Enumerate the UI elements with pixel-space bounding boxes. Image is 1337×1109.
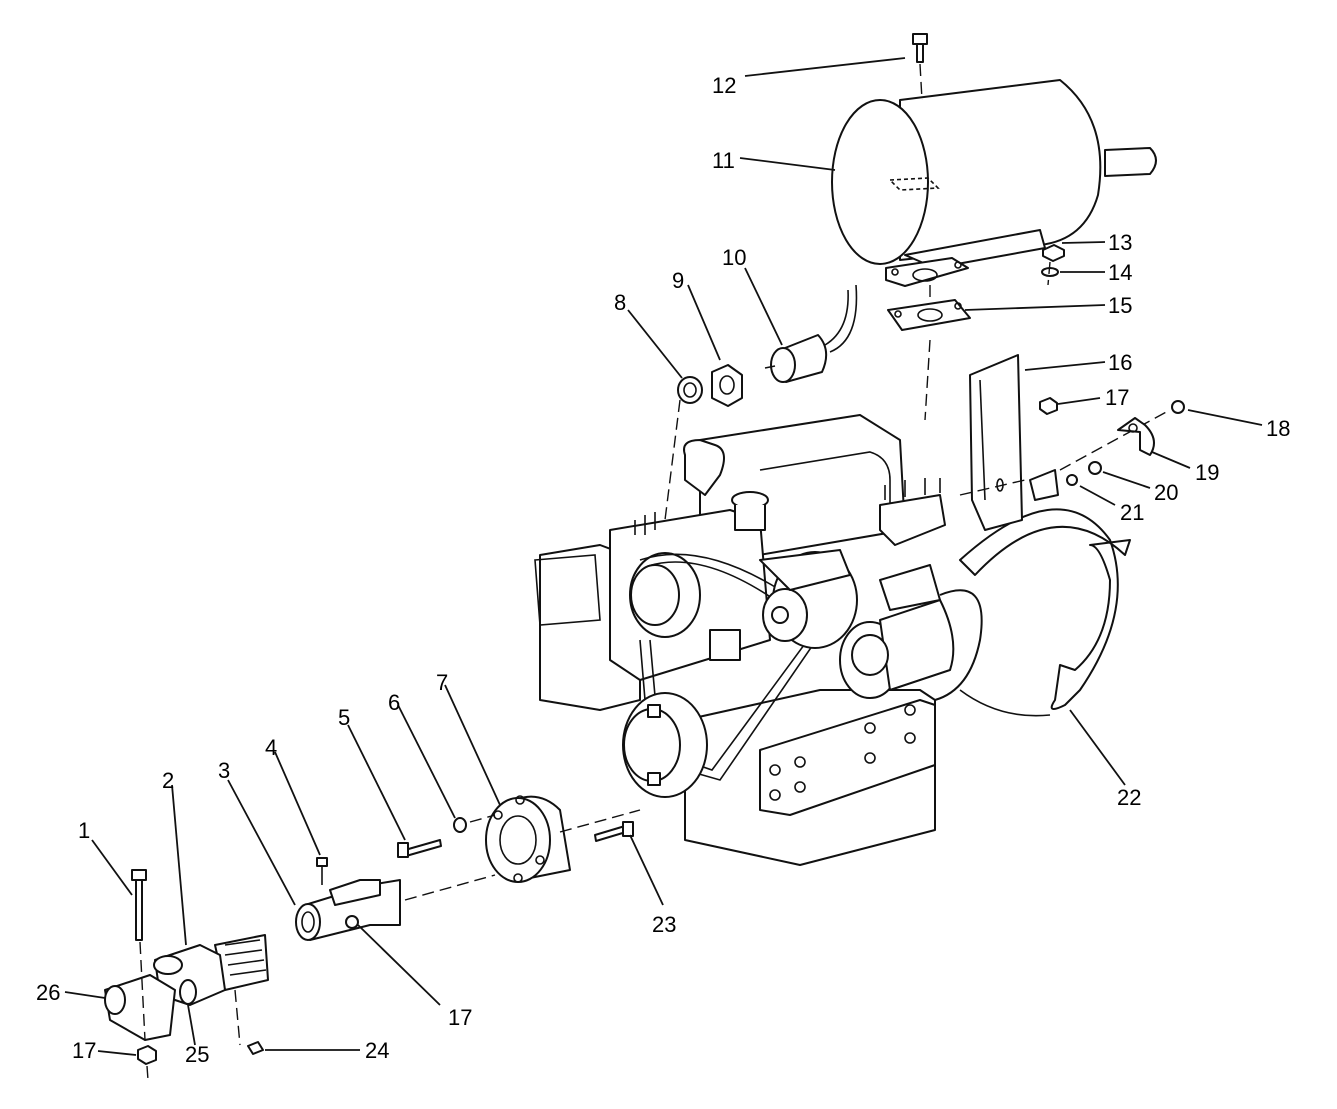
callout-15: 15 bbox=[1108, 293, 1132, 318]
callout-10: 10 bbox=[722, 245, 746, 270]
callout-17: 17 bbox=[72, 1038, 96, 1063]
callout-1: 1 bbox=[78, 818, 90, 843]
washer bbox=[1066, 474, 1078, 486]
callout-24: 24 bbox=[365, 1038, 389, 1063]
callout-3: 3 bbox=[218, 758, 230, 783]
callout-23: 23 bbox=[652, 912, 676, 937]
grease-fitting bbox=[316, 857, 328, 867]
callout-18: 18 bbox=[1266, 416, 1290, 441]
nut bbox=[1039, 397, 1058, 415]
callout-19: 19 bbox=[1195, 460, 1219, 485]
support-bracket bbox=[969, 354, 1023, 531]
callout-20: 20 bbox=[1154, 480, 1178, 505]
callout-16: 16 bbox=[1108, 350, 1132, 375]
callout-5: 5 bbox=[338, 705, 350, 730]
callout-13: 13 bbox=[1108, 230, 1132, 255]
coupler-bolt bbox=[594, 821, 634, 842]
leader-lines bbox=[64, 57, 1263, 1056]
flywheel-shroud bbox=[959, 508, 1131, 717]
yoke-bolt bbox=[131, 869, 147, 941]
bolt-head bbox=[1088, 461, 1102, 475]
nut bbox=[137, 1045, 157, 1065]
tab-bracket bbox=[1029, 469, 1059, 501]
callout-25: 25 bbox=[185, 1042, 209, 1067]
nut bbox=[1042, 244, 1065, 262]
muffler-bolt bbox=[912, 33, 928, 63]
u-joint bbox=[104, 934, 269, 1041]
callout-21: 21 bbox=[1120, 500, 1144, 525]
callout-2: 2 bbox=[162, 768, 174, 793]
callout-4: 4 bbox=[265, 735, 277, 760]
callout-8: 8 bbox=[614, 290, 626, 315]
exhaust-gasket bbox=[887, 299, 971, 331]
washer bbox=[453, 817, 467, 833]
callout-12: 12 bbox=[712, 73, 736, 98]
callout-17: 17 bbox=[448, 1005, 472, 1030]
callout-17: 17 bbox=[1105, 385, 1129, 410]
sensor-assembly bbox=[677, 284, 858, 407]
muffler bbox=[831, 79, 1157, 287]
callout-26: 26 bbox=[36, 980, 60, 1005]
shaft-adapter bbox=[295, 860, 401, 941]
callout-7: 7 bbox=[436, 670, 448, 695]
hub-bolt bbox=[397, 839, 442, 858]
clamp bbox=[1117, 417, 1155, 456]
callout-labels: 12 11 13 14 15 16 17 18 19 20 21 8 9 10 … bbox=[36, 73, 1290, 1067]
bolt-head bbox=[1171, 400, 1185, 414]
coupler bbox=[485, 795, 571, 883]
engine-block bbox=[534, 414, 983, 866]
callout-11: 11 bbox=[712, 148, 735, 173]
callout-6: 6 bbox=[388, 690, 400, 715]
callout-9: 9 bbox=[672, 268, 684, 293]
callout-14: 14 bbox=[1108, 260, 1132, 285]
grease-fitting bbox=[247, 1041, 264, 1055]
callout-22: 22 bbox=[1117, 785, 1141, 810]
